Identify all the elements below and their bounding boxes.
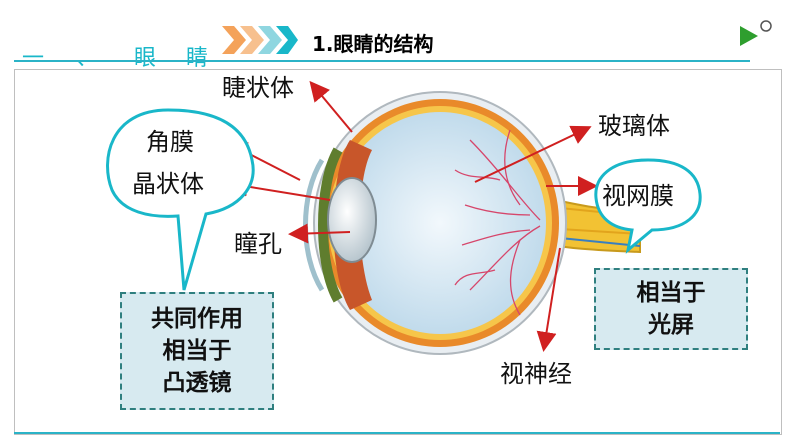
label-retina: 视网膜	[602, 176, 674, 211]
note-retina-line-1: 相当于	[637, 277, 706, 309]
label-cornea: 角膜	[146, 122, 194, 157]
note-box-retina: 相当于 光屏	[594, 268, 748, 350]
note-lens-line-1: 共同作用	[151, 303, 243, 335]
label-ciliary-body: 睫状体	[222, 68, 294, 103]
note-box-lens-group: 共同作用 相当于 凸透镜	[120, 292, 274, 410]
footer-divider	[14, 432, 780, 434]
note-lens-line-2: 相当于	[151, 335, 243, 367]
label-optic-nerve: 视神经	[500, 354, 572, 389]
note-retina-line-2: 光屏	[637, 309, 706, 341]
label-pupil: 瞳孔	[234, 224, 282, 259]
note-lens-line-3: 凸透镜	[151, 367, 243, 399]
lens	[328, 178, 376, 262]
label-vitreous-body: 玻璃体	[598, 106, 670, 141]
arrow-ciliary	[312, 84, 352, 132]
label-lens: 晶状体	[132, 164, 204, 199]
